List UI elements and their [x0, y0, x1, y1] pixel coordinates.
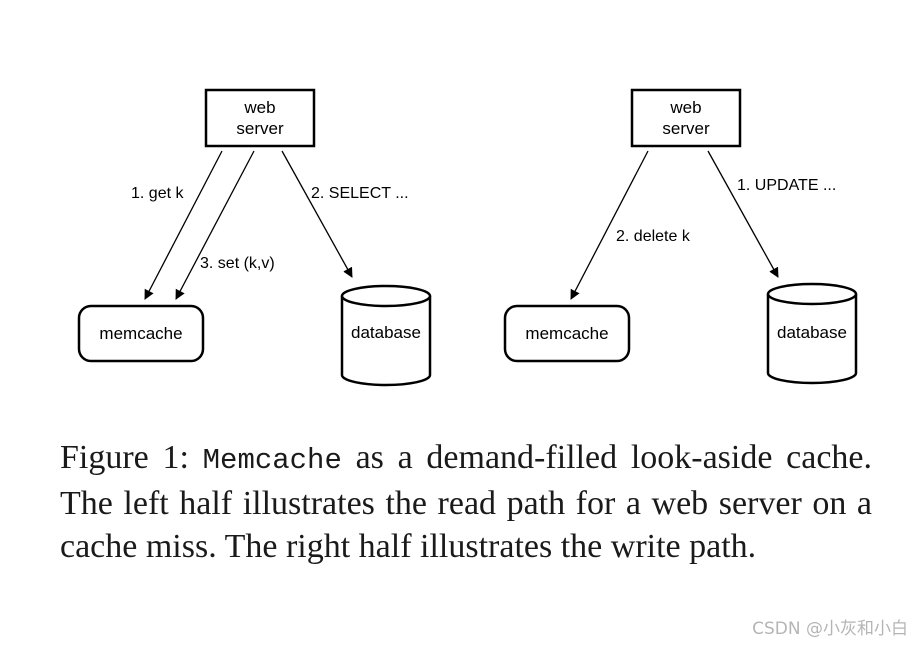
left-database-label: database [351, 323, 421, 342]
set-arrow [175, 150, 255, 300]
write-path-diagram: web server memcache database 2. delete k… [503, 88, 858, 385]
read-path-diagram: web server memcache database 1. get k 3.… [77, 88, 432, 387]
left-memcache-label: memcache [99, 324, 182, 343]
right-web-server-label-line1: web [669, 98, 701, 117]
delete-arrow [570, 150, 649, 300]
caption-body: as a demand-filled look-aside cache. The… [60, 439, 873, 565]
get-label: 1. get k [131, 185, 184, 202]
right-database-node: database [766, 282, 858, 385]
left-memcache-node: memcache [77, 304, 205, 363]
right-web-server-node: web server [630, 88, 742, 148]
set-label: 3. set (k,v) [200, 255, 275, 272]
right-web-server-label-line2: server [662, 119, 710, 138]
left-web-server-node: web server [204, 88, 316, 148]
caption-memcache-term: Memcache [202, 444, 342, 477]
select-label: 2. SELECT ... [311, 185, 409, 202]
left-web-server-label-line1: web [243, 98, 275, 117]
right-memcache-node: memcache [503, 304, 631, 363]
left-database-node: database [340, 284, 432, 387]
update-arrow [707, 150, 779, 278]
caption-figure-label: Figure 1: [60, 439, 189, 476]
get-arrow [144, 150, 223, 300]
right-database-label: database [777, 323, 847, 342]
diagram: web server memcache database 1. get k 3.… [77, 88, 858, 387]
watermark: CSDN @小灰和小白 [752, 619, 908, 639]
select-arrow [281, 150, 353, 278]
delete-label: 2. delete k [616, 228, 691, 245]
update-label: 1. UPDATE ... [737, 177, 836, 194]
figure-caption: Figure 1: Memcache as a demand-filled lo… [60, 436, 872, 568]
left-web-server-label-line2: server [236, 119, 284, 138]
right-memcache-label: memcache [525, 324, 608, 343]
